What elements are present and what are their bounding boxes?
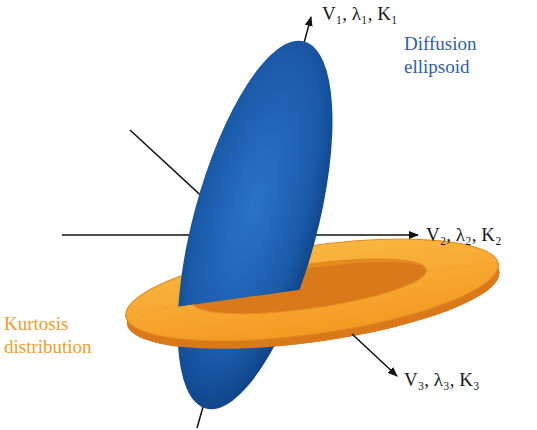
kurtosis-ring-front: [120, 220, 506, 367]
axis-label: V₁, λ₁, K₁: [322, 2, 398, 25]
axis-label: V₂, λ₂, K₂: [426, 223, 502, 246]
kurtosis-label: Kurtosis distribution: [4, 312, 116, 358]
v3-axis-front: [352, 334, 397, 376]
ellipsoid-label: Diffusion ellipsoid: [404, 32, 522, 78]
axis-label: V₃, λ₃, K₃: [404, 368, 480, 391]
diffusion-ellipsoid: [146, 25, 364, 424]
